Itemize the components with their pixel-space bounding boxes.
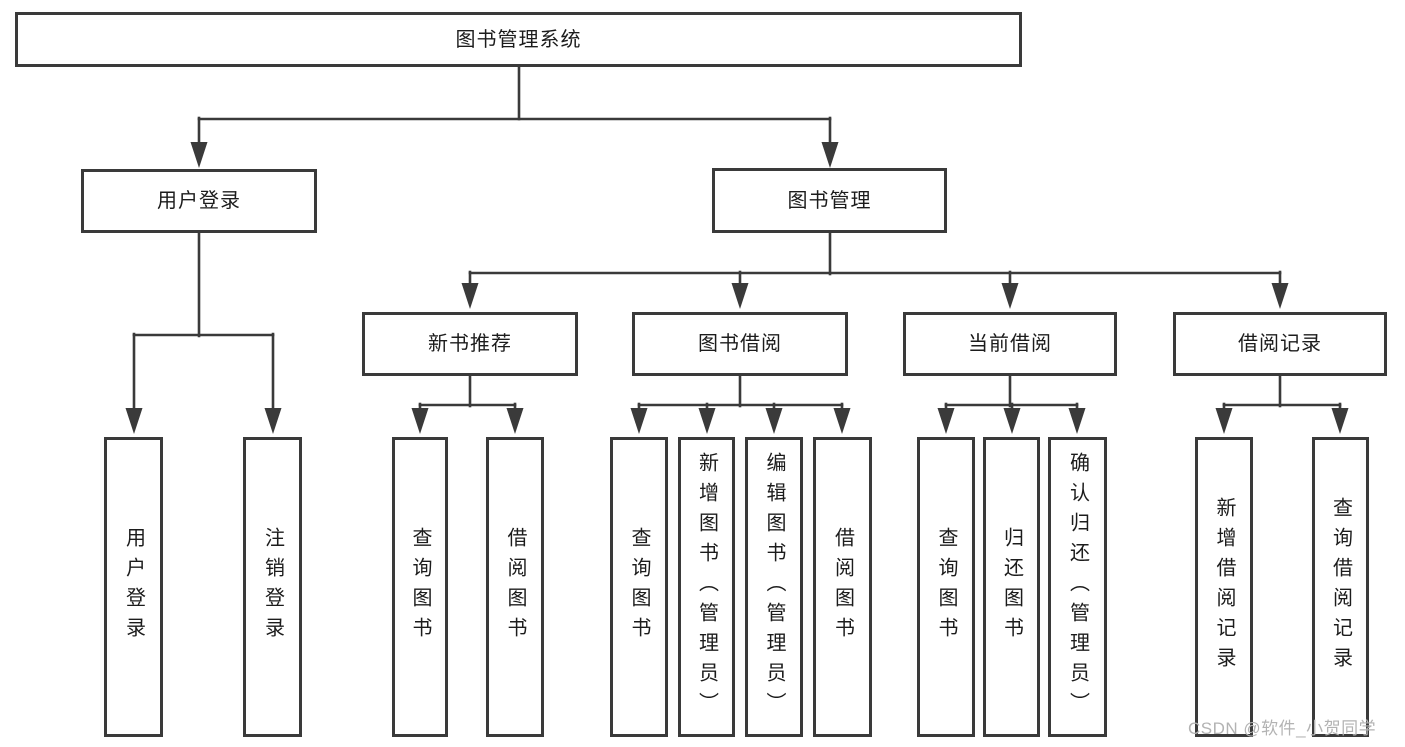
node-borrow-records: 借阅记录 <box>1173 312 1387 376</box>
leaf-confirm-return-admin: 确认归还（管理员） <box>1048 437 1107 737</box>
node-book-management: 图书管理 <box>712 168 947 233</box>
leaf-borrow-books-2: 借阅图书 <box>813 437 872 737</box>
leaf-logout: 注销登录 <box>243 437 302 737</box>
leaf-borrow-books-1: 借阅图书 <box>486 437 544 737</box>
leaf-query-books-3: 查询图书 <box>917 437 975 737</box>
leaf-add-borrow-record: 新增借阅记录 <box>1195 437 1253 737</box>
node-new-book-recommend: 新书推荐 <box>362 312 578 376</box>
arrowheads <box>125 142 1349 434</box>
node-current-borrow: 当前借阅 <box>903 312 1117 376</box>
node-book-borrow: 图书借阅 <box>632 312 848 376</box>
watermark: CSDN @软件_小贺同学 <box>1188 719 1377 738</box>
leaf-add-book-admin: 新增图书（管理员） <box>678 437 735 737</box>
leaf-query-books-2: 查询图书 <box>610 437 668 737</box>
leaf-query-borrow-record: 查询借阅记录 <box>1312 437 1369 737</box>
leaf-query-books-1: 查询图书 <box>392 437 448 737</box>
node-user-login: 用户登录 <box>81 169 317 233</box>
node-root: 图书管理系统 <box>15 12 1022 67</box>
leaf-edit-book-admin: 编辑图书（管理员） <box>745 437 803 737</box>
leaf-return-books: 归还图书 <box>983 437 1040 737</box>
leaf-user-login: 用户登录 <box>104 437 163 737</box>
